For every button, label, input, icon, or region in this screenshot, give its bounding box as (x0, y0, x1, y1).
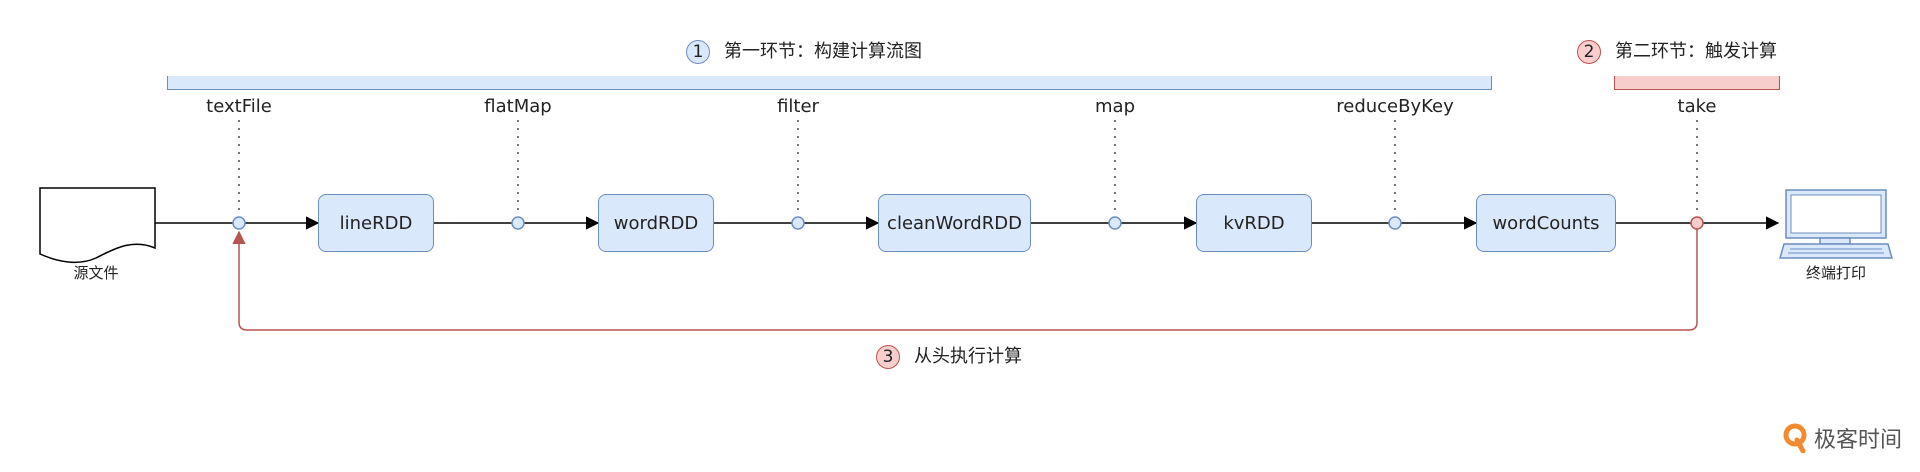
phase-2-title: 2 第二环节：触发计算 (1577, 40, 1777, 64)
phase-3-label: 从头执行计算 (914, 346, 1022, 367)
node-reducebykey (1388, 216, 1402, 230)
operator-label-map: map (1095, 96, 1135, 117)
operator-label-filter: filter (777, 96, 819, 117)
node-map (1108, 216, 1122, 230)
phase-2-band (1614, 76, 1780, 90)
computer-terminal-icon (1779, 189, 1893, 259)
operator-label-reducebykey: reduceByKey (1336, 96, 1454, 117)
rdd-box-wordrdd: wordRDD (598, 194, 714, 252)
operator-label-flatmap: flatMap (484, 96, 552, 117)
document-icon (39, 187, 156, 264)
rdd-box-kvrdd: kvRDD (1196, 194, 1312, 252)
phase-3-number: 3 (876, 345, 900, 369)
node-take (1690, 216, 1704, 230)
phase-1-label: 第一环节：构建计算流图 (724, 41, 922, 62)
node-textfile (232, 216, 246, 230)
operator-label-textfile: textFile (206, 96, 272, 117)
node-flatmap (511, 216, 525, 230)
rdd-box-linerdd: lineRDD (318, 194, 434, 252)
phase-3-title: 3 从头执行计算 (876, 345, 1022, 369)
node-filter (791, 216, 805, 230)
brand-name: 极客时间 (1814, 428, 1903, 453)
geektime-logo-icon (1783, 423, 1807, 453)
source-file-label: 源文件 (73, 264, 119, 282)
terminal-print-label: 终端打印 (1805, 264, 1867, 282)
rdd-box-cleanwordrdd: cleanWordRDD (878, 194, 1031, 252)
phase-2-number: 2 (1577, 40, 1601, 64)
phase-1-title: 1 第一环节：构建计算流图 (686, 40, 922, 64)
phase-1-band (167, 76, 1492, 90)
rdd-box-wordcounts: wordCounts (1476, 194, 1616, 252)
edge-feedback-recompute (232, 229, 1698, 331)
phase-1-number: 1 (686, 40, 710, 64)
brand-logo: 极客时间 (1782, 422, 1902, 454)
phase-2-label: 第二环节：触发计算 (1615, 41, 1777, 62)
operator-label-take: take (1677, 96, 1717, 117)
